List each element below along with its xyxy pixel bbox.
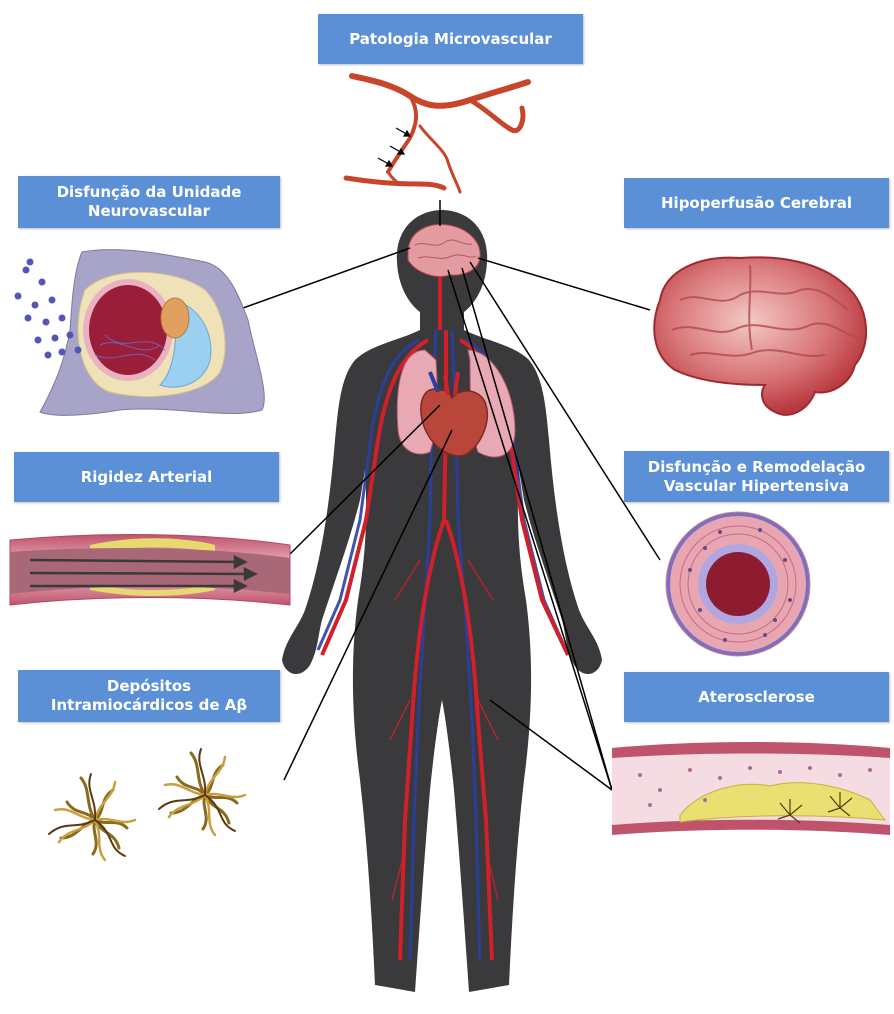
label-abeta-line2: Intramiocárdicos de Aβ: [51, 696, 247, 715]
human-body-icon: [282, 210, 602, 992]
label-abeta-deposits: Depósitos Intramiocárdicos de Aβ: [18, 670, 280, 722]
label-hypertensive-line1: Disfunção e Remodelação: [648, 458, 866, 477]
label-arterial-stiffness: Rigidez Arterial: [14, 452, 279, 502]
label-neurovascular-line1: Disfunção da Unidade: [57, 183, 242, 202]
atherosclerotic-artery-icon: [612, 742, 890, 835]
label-neurovascular-line2: Neurovascular: [88, 202, 210, 221]
label-microvascular-pathology: Patologia Microvascular: [318, 14, 583, 64]
neurovascular-unit-icon: [15, 250, 265, 416]
label-abeta-line1: Depósitos: [107, 677, 191, 696]
hypertensive-vessel-icon: [666, 512, 810, 656]
label-arterial-stiffness-text: Rigidez Arterial: [81, 468, 213, 487]
label-neurovascular-dysfunction: Disfunção da Unidade Neurovascular: [18, 176, 280, 228]
label-cerebral-hypoperfusion: Hipoperfusão Cerebral: [624, 178, 889, 228]
label-atherosclerosis: Aterosclerose: [624, 672, 889, 722]
label-hypertensive-line2: Vascular Hipertensiva: [664, 477, 849, 496]
label-microvascular-text: Patologia Microvascular: [349, 30, 552, 49]
amyloid-fibril-icon: [49, 749, 245, 860]
label-hypoperfusion-text: Hipoperfusão Cerebral: [661, 194, 852, 213]
brain-icon: [654, 257, 866, 414]
stiff-artery-icon: [10, 535, 290, 605]
label-hypertensive-remodeling: Disfunção e Remodelação Vascular Hiperte…: [624, 451, 889, 502]
label-atherosclerosis-text: Aterosclerose: [698, 688, 815, 707]
microvessel-icon: [346, 76, 528, 192]
